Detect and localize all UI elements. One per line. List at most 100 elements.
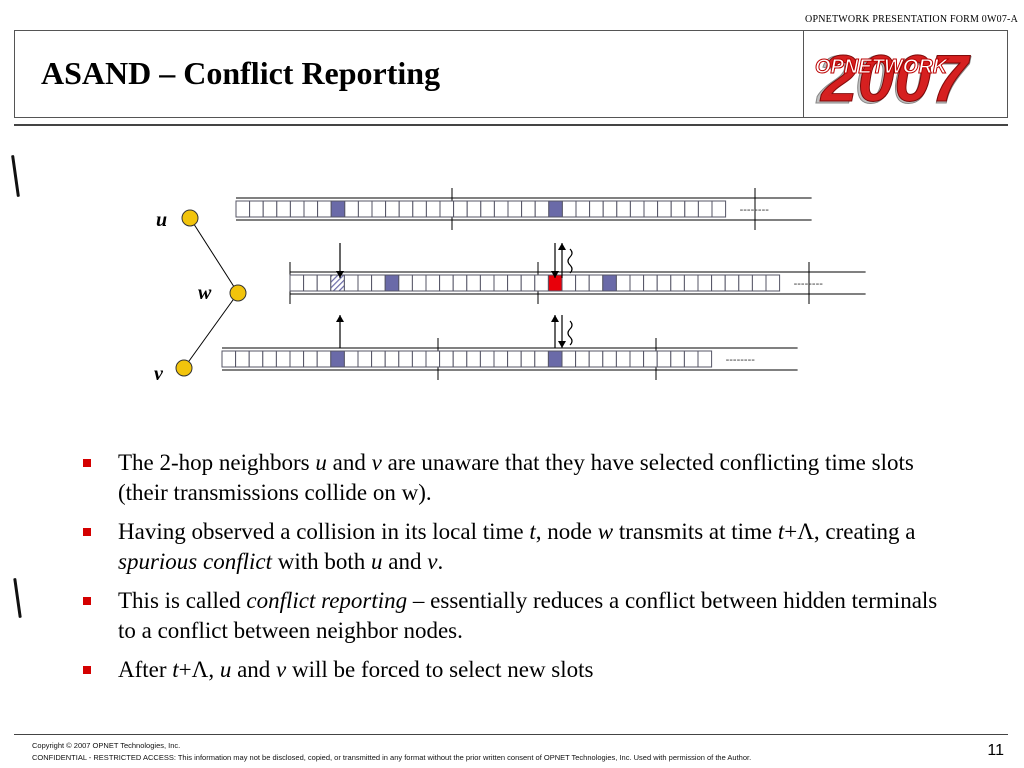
bullet-text: u — [219, 657, 232, 682]
time-slot — [507, 350, 522, 368]
bullet-marker — [83, 666, 91, 674]
time-slot — [643, 350, 658, 368]
time-slot-selected — [602, 274, 617, 292]
time-slot — [452, 274, 468, 292]
time-slot — [425, 350, 441, 368]
time-slot — [249, 200, 264, 218]
time-slot — [411, 350, 427, 368]
bullet-text: conflict reporting — [246, 588, 408, 613]
time-slot — [316, 274, 332, 292]
node-u — [181, 209, 199, 227]
time-slot — [670, 274, 685, 292]
bullet-marker — [83, 597, 91, 605]
confidential-text: CONFIDENTIAL - RESTRICTED ACCESS: This i… — [32, 753, 752, 762]
time-slot — [561, 200, 577, 218]
opnetwork-2007-logo: 2007 2007 OPNETWORK — [815, 41, 972, 112]
time-slot — [384, 350, 400, 368]
time-slot — [684, 200, 699, 218]
time-slot — [425, 274, 441, 292]
time-slot — [724, 274, 740, 292]
time-slot — [670, 200, 686, 218]
node-label-w: w — [198, 282, 212, 304]
time-slot — [589, 200, 604, 218]
time-slot — [683, 350, 699, 368]
bullet-text: w — [597, 519, 614, 544]
time-slot — [738, 274, 753, 292]
time-slot — [466, 200, 482, 218]
time-slot — [683, 274, 699, 292]
time-slot-selected — [330, 274, 345, 292]
node-label-v: v — [154, 363, 164, 385]
time-slot — [357, 200, 373, 218]
bullet-text: transmits at time — [613, 519, 778, 544]
time-slot — [657, 200, 672, 218]
time-slot — [521, 200, 536, 218]
time-slot — [371, 274, 386, 292]
bullet-text: After — [118, 657, 173, 682]
node-v — [175, 359, 193, 377]
bullet-text: v — [371, 450, 382, 475]
time-slot — [575, 200, 591, 218]
time-slot — [602, 200, 618, 218]
time-slot — [575, 274, 590, 292]
bullet-text: . — [437, 549, 444, 574]
time-slot — [507, 274, 522, 292]
bullet-text: – essentially reduces a conflict between… — [118, 588, 938, 643]
time-slot — [262, 350, 277, 368]
time-slot — [643, 274, 658, 292]
time-slot — [439, 274, 454, 292]
time-slot — [575, 350, 590, 368]
bullet-text: t — [777, 519, 785, 544]
row-ellipsis: -------- — [740, 204, 770, 216]
time-slot — [303, 200, 319, 218]
time-slot — [629, 200, 645, 218]
time-slot — [439, 350, 454, 368]
time-slot-selected — [548, 200, 563, 218]
time-slot — [480, 200, 495, 218]
time-slot — [235, 350, 250, 368]
bullet-text: u — [315, 450, 327, 475]
time-slot — [534, 274, 549, 292]
form-label: OPNETWORK PRESENTATION FORM 0W07-A — [805, 14, 1018, 25]
bullet-text: spurious conflict — [118, 549, 272, 574]
time-slot — [520, 350, 536, 368]
time-slot — [371, 200, 387, 218]
time-slot-selected — [547, 350, 563, 368]
time-slot — [398, 274, 413, 292]
time-slot-selected — [330, 350, 345, 368]
bullet-text: v — [276, 657, 287, 682]
time-slot — [344, 200, 359, 218]
page-number: 11 — [987, 742, 1004, 759]
time-slot — [317, 200, 332, 218]
time-slot — [493, 274, 509, 292]
time-slot — [398, 200, 414, 218]
header-divider — [803, 31, 804, 117]
time-slot — [629, 274, 645, 292]
time-slot — [616, 200, 631, 218]
time-slot — [711, 200, 727, 218]
slot-row-w: -------- — [289, 262, 866, 304]
time-slot — [670, 350, 685, 368]
time-slot — [493, 200, 509, 218]
node-label-u: u — [156, 209, 167, 231]
time-slot — [343, 350, 359, 368]
slot-row-v: -------- — [221, 338, 798, 380]
footer-rule — [14, 734, 1008, 735]
time-slot-selected — [330, 200, 346, 218]
time-slot — [534, 350, 549, 368]
time-slot — [453, 200, 468, 218]
time-slot — [289, 200, 305, 218]
bullet-text: Having observed a collision in its local… — [118, 519, 530, 544]
time-slot — [643, 200, 659, 218]
page-title: ASAND – Conflict Reporting — [41, 55, 441, 91]
arrow-v-to-w — [336, 315, 344, 348]
time-slot — [316, 350, 332, 368]
time-slot — [629, 350, 645, 368]
time-slot — [276, 200, 291, 218]
time-slot — [588, 274, 604, 292]
time-slot — [520, 274, 536, 292]
time-slot — [452, 350, 468, 368]
bullet-text: , node — [535, 519, 598, 544]
time-slot — [398, 350, 413, 368]
collision-squiggle — [567, 320, 573, 346]
